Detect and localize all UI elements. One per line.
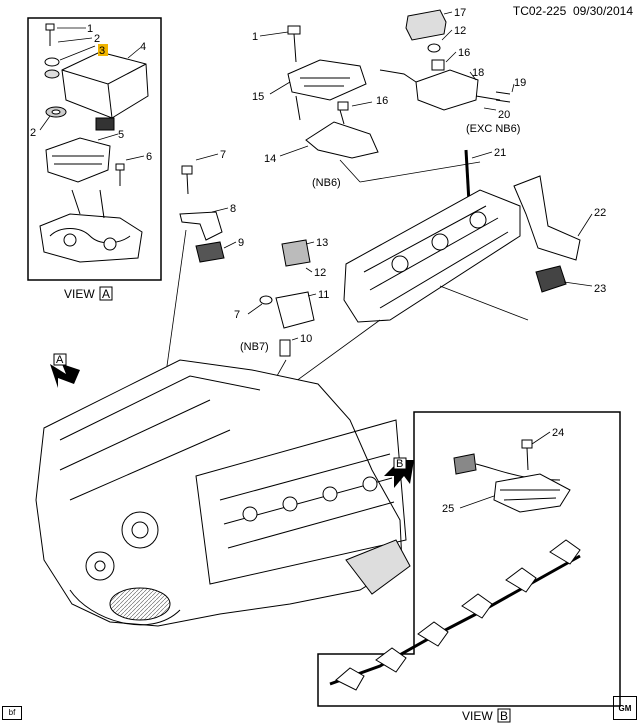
callout-13: 13 bbox=[316, 237, 328, 249]
arrow-b bbox=[384, 457, 414, 488]
callout-23: 23 bbox=[594, 283, 606, 295]
view-a-frame bbox=[27, 17, 162, 281]
callout-16-upper: 16 bbox=[458, 47, 470, 59]
diagram-date: 09/30/2014 bbox=[572, 4, 633, 18]
arrow-a-letter: A bbox=[56, 354, 64, 366]
view-a-leaders bbox=[39, 27, 145, 161]
gm-logo: GM bbox=[613, 696, 637, 720]
callout-2: 2 bbox=[94, 33, 100, 45]
callout-7: 7 bbox=[220, 149, 226, 161]
engine-block bbox=[35, 359, 411, 627]
exc-nb6-leaders bbox=[441, 11, 515, 159]
callout-17: 17 bbox=[454, 7, 466, 19]
callout-22: 22 bbox=[594, 207, 606, 219]
view-b-parts bbox=[329, 439, 581, 691]
callout-8: 8 bbox=[230, 203, 236, 215]
view-a-parts bbox=[39, 23, 149, 263]
tag-nb7: (NB7) bbox=[240, 341, 269, 353]
diagram-header: TC02-225 09/30/2014 bbox=[513, 4, 633, 18]
callout-20: 20 bbox=[498, 109, 510, 121]
arrow-b-letter: B bbox=[396, 458, 403, 470]
callout-12-lower: 12 bbox=[314, 267, 326, 279]
callout-1-nb6: 1 bbox=[252, 31, 258, 43]
callout-5: 5 bbox=[118, 129, 124, 141]
callout-25: 25 bbox=[442, 503, 454, 515]
callout-9: 9 bbox=[238, 237, 244, 249]
tag-exc-nb6: (EXC NB6) bbox=[466, 123, 520, 135]
view-b-letter: B bbox=[500, 709, 508, 723]
callout-16: 16 bbox=[376, 95, 388, 107]
callout-1: 1 bbox=[87, 23, 93, 35]
callout-4: 4 bbox=[140, 41, 146, 53]
callout-14: 14 bbox=[264, 153, 276, 165]
callout-19: 19 bbox=[514, 77, 526, 89]
nb6-leaders bbox=[259, 31, 481, 183]
diagram-code: TC02-225 bbox=[512, 4, 567, 18]
view-b-label: VIEW bbox=[462, 709, 493, 723]
callout-2-lower: 2 bbox=[30, 127, 36, 139]
callout-11: 11 bbox=[318, 289, 329, 301]
view-b-frame bbox=[317, 411, 621, 707]
view-a-letter: A bbox=[102, 287, 110, 301]
callout-3: 3 bbox=[99, 45, 105, 57]
cylinder-head-parts bbox=[343, 175, 581, 323]
view-a-label: VIEW bbox=[64, 287, 95, 301]
callout-15: 15 bbox=[252, 91, 264, 103]
callout-10: 10 bbox=[300, 333, 312, 345]
callout-6: 6 bbox=[146, 151, 152, 163]
arrow-a bbox=[50, 353, 80, 388]
callout-18: 18 bbox=[472, 67, 484, 79]
exc-nb6-parts bbox=[379, 9, 511, 221]
callout-12: 12 bbox=[454, 25, 466, 37]
callout-7-lower: 7 bbox=[234, 309, 240, 321]
corner-tag: bf bbox=[2, 706, 22, 720]
left-center-parts bbox=[179, 165, 315, 357]
callout-24: 24 bbox=[552, 427, 564, 439]
callout-3-highlight bbox=[98, 44, 108, 56]
callout-21: 21 bbox=[494, 147, 506, 159]
view-a-letter-box bbox=[99, 286, 113, 301]
nb6-parts bbox=[287, 25, 379, 159]
tag-nb6: (NB6) bbox=[312, 177, 341, 189]
view-b-letter-box bbox=[497, 708, 511, 723]
view-b-leaders bbox=[459, 431, 551, 509]
